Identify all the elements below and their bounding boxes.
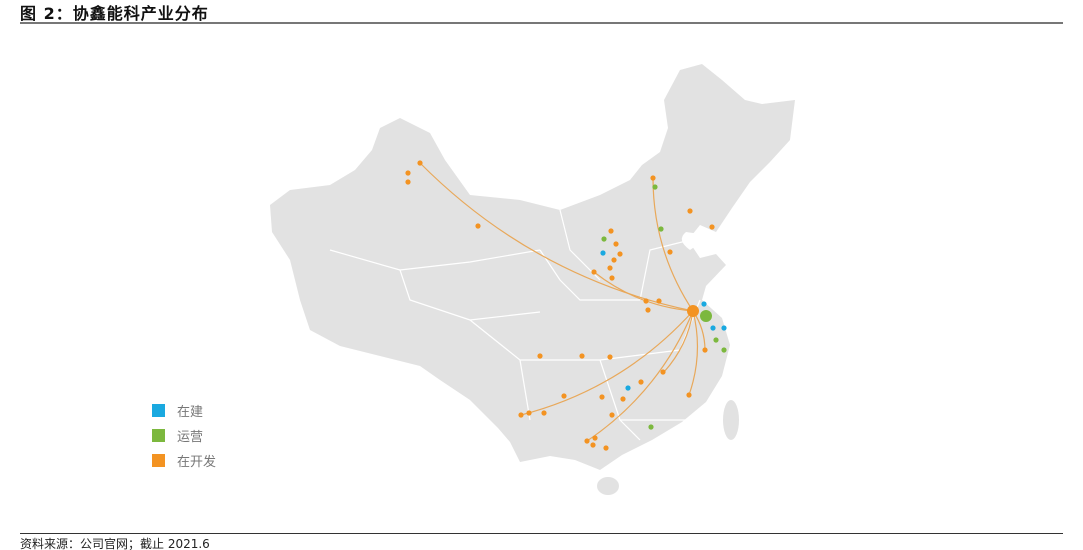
site-marker — [579, 353, 585, 359]
site-marker — [721, 325, 727, 331]
bohai-sea — [681, 232, 700, 250]
legend: 在建 运营 在开发 — [152, 398, 216, 473]
site-marker — [686, 392, 692, 398]
footer-divider — [20, 533, 1063, 534]
connection-arc — [663, 310, 694, 373]
site-marker — [611, 257, 617, 263]
site-marker — [417, 160, 423, 166]
site-marker — [613, 241, 619, 247]
source-note: 资料来源：公司官网；截止 2021.6 — [20, 537, 210, 550]
site-marker — [405, 170, 411, 176]
china-mainland — [270, 64, 795, 470]
site-marker — [667, 249, 673, 255]
site-marker — [658, 226, 664, 232]
title-divider — [20, 22, 1063, 24]
site-marker — [475, 223, 481, 229]
site-marker — [721, 347, 727, 353]
site-marker — [603, 445, 609, 451]
site-marker — [537, 353, 543, 359]
province-border — [399, 269, 541, 321]
connection-arc — [520, 310, 694, 416]
legend-item-operating: 运营 — [152, 423, 216, 448]
site-marker — [713, 337, 719, 343]
legend-swatch — [152, 454, 165, 467]
site-marker — [601, 236, 607, 242]
site-marker — [656, 298, 662, 304]
hub-marker — [687, 305, 699, 317]
site-marker — [625, 385, 631, 391]
connection-arc — [593, 271, 694, 312]
site-marker — [584, 438, 590, 444]
site-marker — [638, 379, 644, 385]
site-marker — [650, 175, 656, 181]
connection-arc — [419, 162, 694, 312]
legend-item-under-construction: 在建 — [152, 398, 216, 423]
province-border — [519, 359, 531, 421]
site-marker — [608, 228, 614, 234]
site-marker — [709, 224, 715, 230]
site-marker — [607, 265, 613, 271]
province-border — [539, 249, 640, 301]
site-marker — [660, 369, 666, 375]
site-marker — [710, 325, 716, 331]
legend-label: 运营 — [177, 430, 204, 445]
hainan — [597, 477, 619, 495]
site-marker — [609, 412, 615, 418]
connection-arc — [652, 177, 694, 312]
map-land — [270, 64, 795, 495]
site-marker — [405, 179, 411, 185]
site-markers — [405, 160, 727, 451]
taiwan — [723, 400, 739, 440]
site-marker-large-operating — [700, 310, 712, 322]
province-border — [329, 249, 541, 271]
site-marker — [617, 251, 623, 257]
province-border — [619, 419, 641, 441]
site-marker — [561, 393, 567, 399]
site-marker — [590, 442, 596, 448]
legend-item-developing: 在开发 — [152, 448, 216, 473]
site-marker — [687, 208, 693, 214]
legend-label: 在开发 — [177, 455, 217, 470]
legend-label: 在建 — [177, 405, 204, 420]
connection-arcs — [419, 162, 706, 442]
site-marker — [648, 424, 654, 430]
site-marker — [592, 435, 598, 441]
site-marker — [599, 394, 605, 400]
legend-swatch — [152, 429, 165, 442]
figure-title: 图 2：协鑫能科产业分布 — [20, 4, 209, 23]
province-border — [639, 239, 691, 301]
site-marker — [702, 347, 708, 353]
site-marker — [609, 275, 615, 281]
legend-swatch — [152, 404, 165, 417]
connection-arc — [586, 310, 694, 442]
province-border — [469, 319, 681, 361]
site-marker — [620, 396, 626, 402]
site-marker — [518, 412, 524, 418]
province-border — [559, 209, 601, 281]
site-marker — [645, 307, 651, 313]
site-marker — [652, 184, 658, 190]
site-marker — [526, 410, 532, 416]
site-marker — [643, 298, 649, 304]
site-marker — [607, 354, 613, 360]
connection-arc — [688, 310, 699, 396]
site-marker — [541, 410, 547, 416]
site-marker — [600, 250, 606, 256]
site-marker — [701, 301, 707, 307]
site-marker — [591, 269, 597, 275]
